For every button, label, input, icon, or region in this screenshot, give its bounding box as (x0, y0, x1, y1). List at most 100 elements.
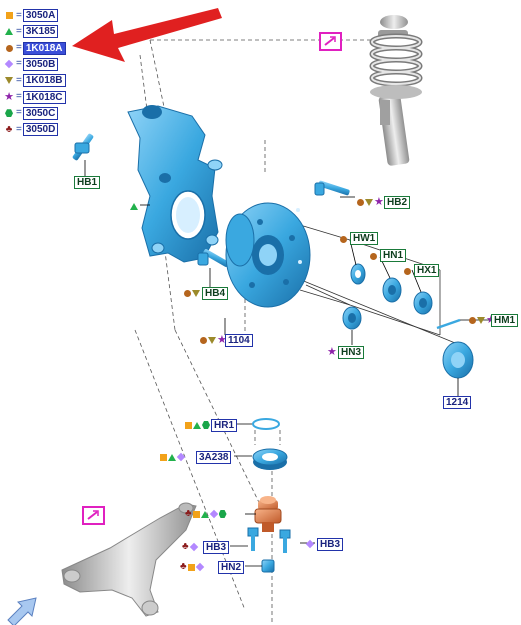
callout-1214[interactable]: 1214 (443, 396, 472, 409)
callout-hx1-symbols (404, 265, 411, 277)
circle-mark (370, 252, 377, 260)
club-mark: ♣ (180, 561, 187, 572)
circle-mark (469, 316, 476, 324)
callout-hr1[interactable]: HR1 (211, 419, 238, 432)
callout-hb2[interactable]: HB2 (384, 196, 411, 209)
square-mark (187, 563, 195, 571)
legend-equals: = (16, 58, 22, 70)
legend-code-1k018a[interactable]: 1K018A (22, 41, 66, 55)
bolt-hb2 (314, 180, 350, 196)
circle-mark (357, 198, 364, 206)
callout-hb3-right-symbols (305, 538, 315, 550)
triangle-mark (168, 453, 176, 461)
callout-hm1[interactable]: HM1 (491, 314, 519, 327)
hexagon-icon (4, 108, 14, 118)
star-mark: ★ (327, 346, 337, 358)
callout-hb4-symbols (184, 287, 200, 299)
diamond-mark (176, 452, 186, 462)
blue-navigation-arrow-icon[interactable] (7, 597, 37, 625)
triangle-down-icon (4, 76, 14, 86)
callout-hb1[interactable]: HB1 (74, 176, 101, 189)
legend-equals: = (16, 74, 22, 86)
callout-hn3-symbols: ★ (327, 346, 337, 358)
square-mark (160, 453, 167, 461)
magnify-icon[interactable] (82, 506, 105, 525)
hexagon-mark (202, 421, 210, 429)
legend-row-1k018c: ★=1K018C (4, 90, 66, 104)
steering-knuckle (127, 105, 223, 263)
legend-equals: = (16, 9, 22, 21)
bolt-hb4 (197, 249, 229, 267)
balljoint-symbols: ♣ (185, 508, 227, 520)
star-icon: ★ (4, 91, 14, 103)
callout-hm1-symbols: ★ (469, 314, 496, 326)
ring-hr1 (252, 418, 280, 430)
diamond-mark (189, 542, 198, 552)
triangle-down-mark (208, 336, 216, 344)
triangle-mark (130, 202, 138, 210)
circle-mark (200, 336, 207, 344)
callout-hb2-symbols: ★ (357, 196, 384, 208)
square-icon (4, 11, 14, 21)
bolt-hb1 (72, 133, 94, 161)
callout-hb3-left[interactable]: HB3 (203, 541, 230, 554)
washer-hw1 (350, 263, 366, 285)
legend-equals: = (16, 25, 22, 37)
legend-equals: = (16, 91, 22, 102)
callout-3a238[interactable]: 3A238 (196, 451, 232, 464)
callout-hw1-symbols (340, 233, 347, 245)
legend-code-1k018b[interactable]: 1K018B (22, 74, 66, 88)
pin-hm1 (436, 318, 461, 330)
legend-code-3k185[interactable]: 3K185 (22, 25, 59, 39)
legend-code-3050a[interactable]: 3050A (22, 9, 59, 22)
callout-3a238-symbols (160, 451, 186, 463)
star-mark: ★ (374, 196, 384, 208)
triangle-icon (4, 27, 14, 37)
club-mark: ♣ (185, 508, 192, 519)
legend-code-3050d[interactable]: 3050D (22, 123, 59, 137)
nut-hn3 (342, 306, 362, 330)
triangle-down-mark (192, 289, 200, 297)
triangle-mark (200, 510, 209, 518)
ball-joint (254, 496, 282, 532)
callout-hn2[interactable]: HN2 (218, 561, 245, 574)
triangle-down-mark (477, 316, 485, 324)
callout-1104[interactable]: 1104 (225, 334, 253, 347)
callout-hx1[interactable]: HX1 (414, 264, 440, 277)
callout-1104-symbols: ★ (200, 334, 227, 346)
cap-1214 (442, 341, 474, 379)
star-mark: ★ (486, 315, 496, 326)
callout-hw1[interactable]: HW1 (350, 232, 379, 245)
legend-row-3050d: ♣=3050D (4, 123, 59, 137)
callout-hn2-symbols: ♣ (180, 561, 204, 573)
diamond-mark (209, 509, 218, 519)
triangle-mark (193, 421, 201, 429)
star-mark: ★ (217, 334, 227, 346)
diamond-mark (195, 562, 204, 572)
legend-row-1k018b: =1K018B (4, 74, 66, 88)
square-mark (192, 510, 200, 518)
legend-row-3050b: =3050B (4, 57, 59, 71)
legend-code-3050b[interactable]: 3050B (22, 57, 59, 71)
legend-code-3050c[interactable]: 3050C (22, 106, 59, 120)
wheel-hub (225, 202, 311, 308)
callout-hr1-symbols (185, 419, 210, 431)
bearing-3a238 (252, 448, 288, 470)
callout-hn3[interactable]: HN3 (338, 346, 365, 359)
bolt-hb3-right (279, 529, 291, 553)
nut-hn1 (382, 277, 402, 303)
legend-row-3050c: =3050C (4, 106, 59, 120)
club-mark: ♣ (182, 541, 189, 552)
legend-code-1k018c[interactable]: 1K018C (22, 90, 66, 104)
callout-hb4[interactable]: HB4 (202, 287, 229, 300)
circle-mark (184, 289, 191, 297)
legend-row-3050a: =3050A (4, 9, 59, 22)
red-pointer-arrow (72, 8, 222, 62)
strut-assembly (369, 15, 423, 166)
legend-equals: = (16, 107, 22, 119)
callout-hn1[interactable]: HN1 (380, 249, 407, 262)
callout-hb3-right[interactable]: HB3 (317, 538, 344, 551)
knuckle-symbols (130, 200, 138, 212)
magnify-icon[interactable] (319, 32, 342, 51)
